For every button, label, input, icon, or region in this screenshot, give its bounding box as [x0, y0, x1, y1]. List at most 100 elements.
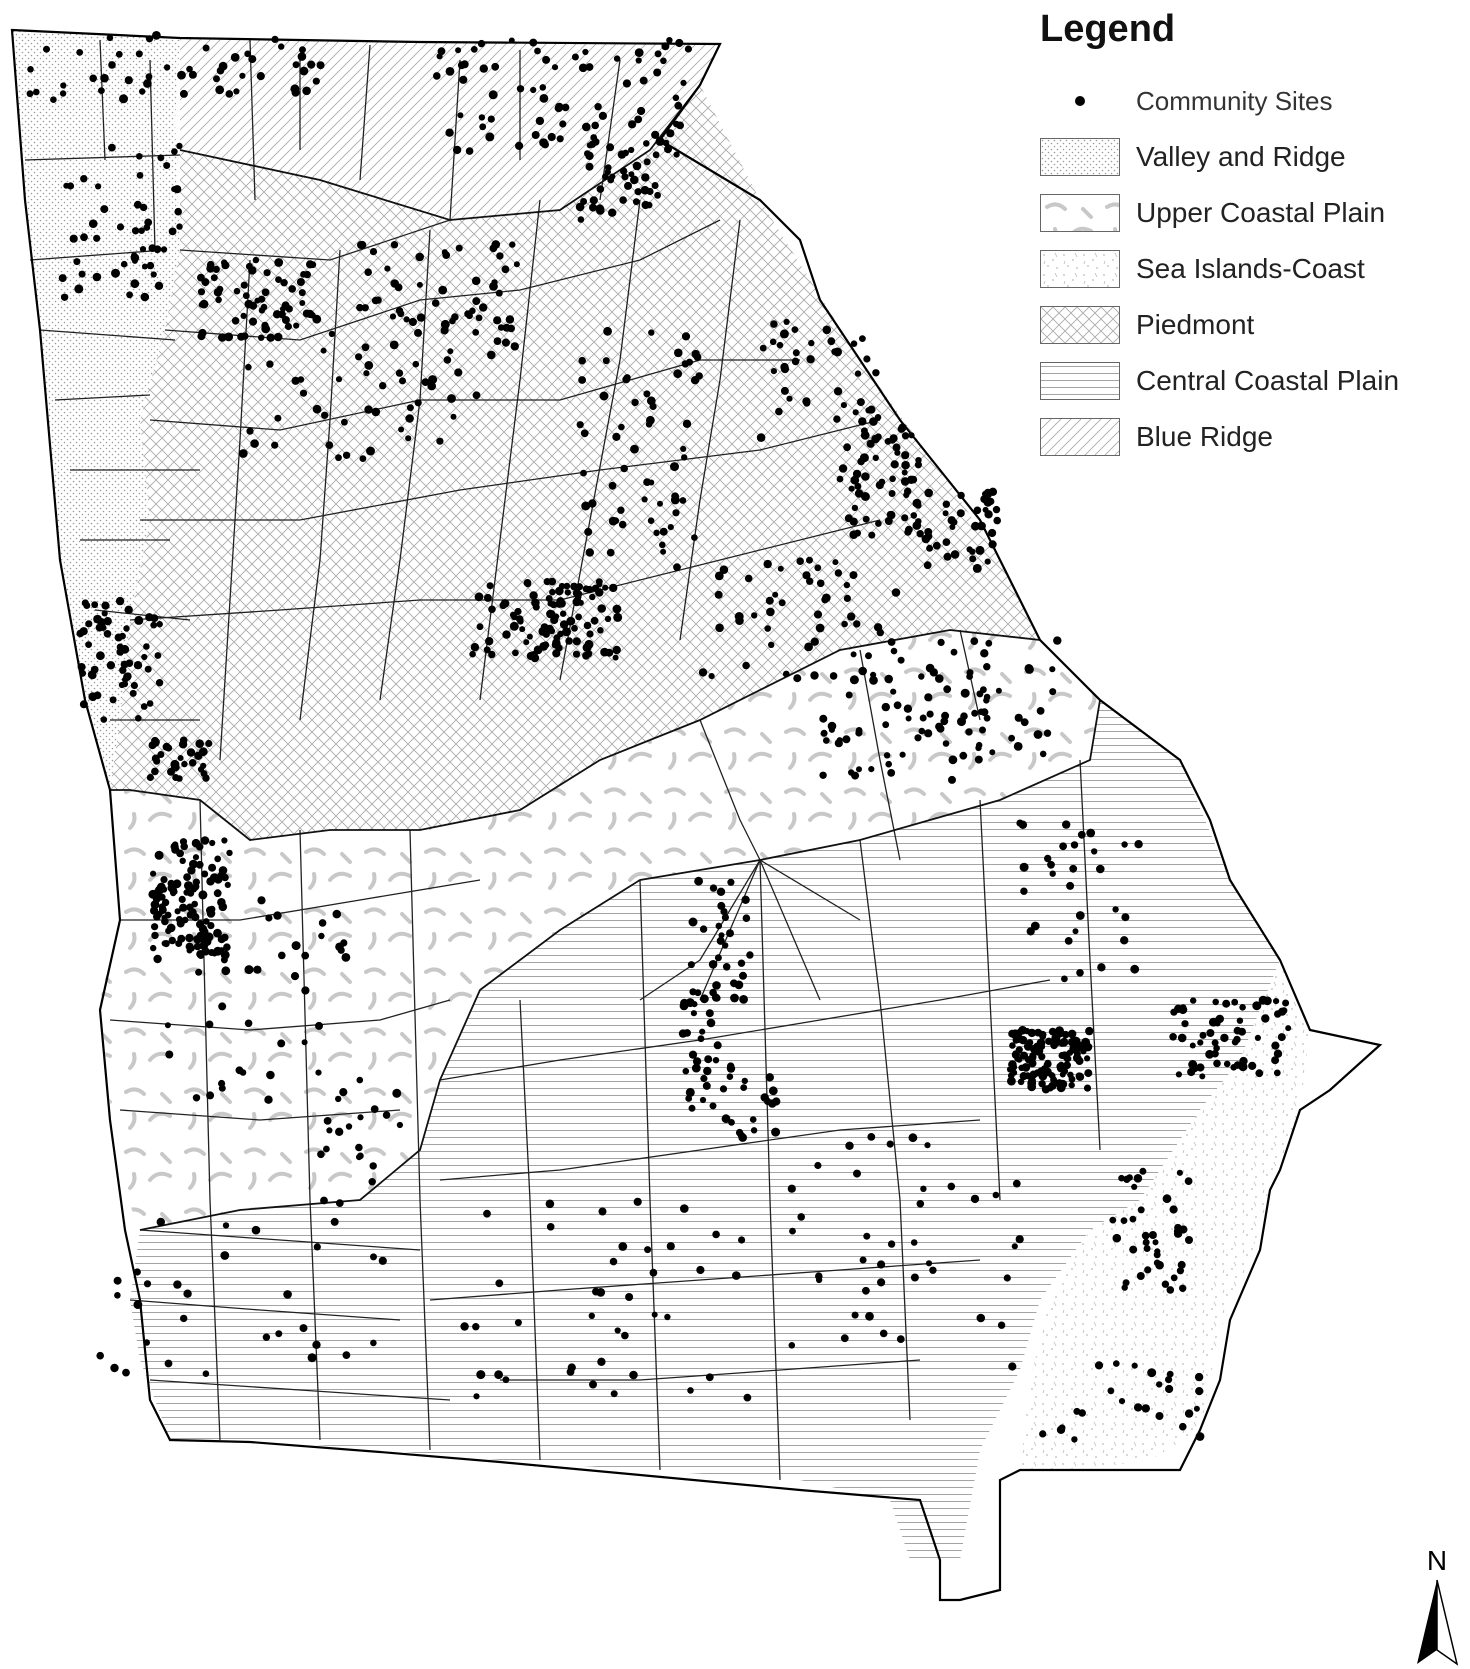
community-site — [1120, 1217, 1128, 1224]
community-site — [118, 681, 125, 689]
community-site — [479, 64, 488, 73]
community-site — [406, 404, 414, 412]
community-site — [186, 748, 196, 757]
community-site — [1094, 1361, 1104, 1370]
community-site — [1077, 830, 1086, 839]
community-site — [714, 571, 724, 581]
community-site — [140, 703, 148, 710]
community-site — [197, 332, 206, 341]
community-site — [700, 1074, 708, 1083]
community-site — [152, 31, 161, 40]
community-site — [1034, 1046, 1044, 1056]
community-site — [176, 223, 183, 230]
community-site — [1048, 1072, 1055, 1079]
upper-coastal-plain-swatch — [1040, 194, 1120, 232]
community-site — [497, 324, 505, 331]
community-site — [641, 173, 650, 182]
community-site — [185, 933, 194, 943]
community-site — [1141, 1404, 1151, 1413]
community-site — [1039, 1430, 1047, 1438]
community-site — [575, 613, 582, 621]
community-site — [681, 332, 691, 341]
community-site — [664, 1313, 671, 1321]
piedmont-swatch — [1040, 306, 1120, 344]
community-site — [173, 185, 182, 194]
community-site — [923, 561, 932, 570]
community-site — [1049, 666, 1056, 673]
community-site — [687, 961, 695, 969]
community-site — [1109, 1216, 1117, 1224]
community-site — [1074, 1055, 1082, 1063]
community-site — [328, 330, 336, 338]
community-site — [1130, 964, 1140, 974]
community-site — [854, 489, 864, 498]
community-site — [970, 637, 979, 645]
community-site — [628, 171, 635, 178]
community-site — [131, 252, 138, 259]
community-site — [1179, 1422, 1187, 1431]
community-site — [549, 588, 556, 596]
community-site — [1133, 1403, 1143, 1412]
community-site — [859, 1256, 867, 1264]
community-site — [1107, 1387, 1115, 1395]
community-site — [716, 936, 725, 945]
community-site — [639, 76, 648, 85]
community-site — [502, 630, 511, 639]
community-site — [1238, 1027, 1246, 1036]
community-site — [151, 923, 159, 931]
community-site — [1195, 1387, 1204, 1396]
community-site — [596, 206, 605, 215]
community-site — [900, 477, 910, 486]
community-site — [488, 605, 496, 614]
community-site — [366, 446, 375, 456]
community-site — [179, 89, 188, 98]
community-site — [531, 131, 540, 139]
community-site — [323, 1117, 332, 1125]
community-site — [1236, 1017, 1244, 1024]
community-site — [910, 1239, 918, 1246]
community-site — [1273, 1049, 1283, 1058]
community-site — [571, 53, 579, 61]
community-site — [509, 621, 519, 631]
community-site — [221, 966, 231, 976]
community-site — [516, 85, 525, 93]
community-site — [779, 329, 789, 339]
community-site — [58, 274, 67, 283]
community-site — [509, 611, 517, 619]
community-site — [342, 451, 351, 459]
community-site — [212, 265, 220, 273]
community-site — [648, 329, 655, 336]
community-site — [815, 1276, 823, 1284]
community-site — [281, 316, 290, 324]
community-site — [1020, 887, 1028, 895]
community-site — [715, 623, 724, 633]
community-site — [100, 716, 108, 723]
community-site — [1121, 841, 1128, 848]
community-site — [660, 548, 667, 555]
community-site — [643, 390, 651, 398]
community-site — [542, 630, 550, 638]
community-site — [114, 1292, 121, 1299]
community-site — [472, 1323, 480, 1331]
community-site — [714, 590, 723, 599]
community-site — [578, 356, 586, 365]
community-site — [769, 338, 777, 346]
community-site — [599, 391, 609, 401]
community-site — [479, 303, 488, 312]
community-site — [546, 1223, 555, 1231]
community-site — [950, 648, 958, 656]
community-site — [299, 1324, 308, 1333]
community-site — [1027, 1082, 1037, 1092]
community-site — [476, 1370, 486, 1380]
community-site — [583, 621, 592, 630]
community-site — [862, 515, 870, 523]
community-site — [893, 701, 902, 710]
community-site — [912, 521, 922, 530]
community-site — [679, 497, 687, 504]
community-site — [371, 407, 381, 417]
community-site — [510, 342, 519, 351]
blue-ridge-swatch — [1040, 418, 1120, 456]
community-site — [188, 908, 197, 917]
community-site — [195, 860, 204, 869]
community-site — [1118, 1398, 1126, 1405]
